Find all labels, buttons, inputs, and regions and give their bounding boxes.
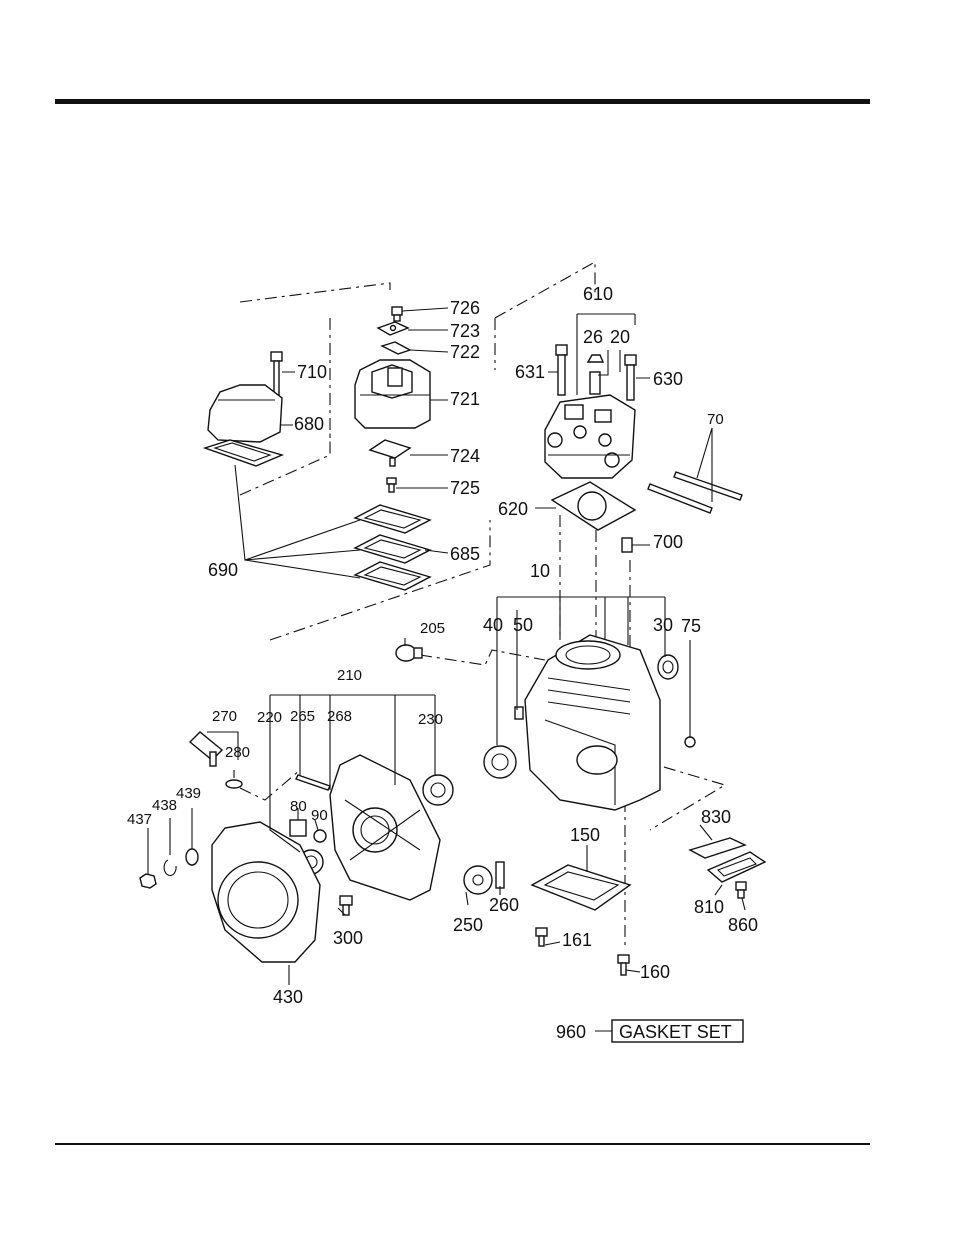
plate-722 (382, 342, 410, 354)
label-631: 631 (515, 362, 545, 382)
label-630: 630 (653, 369, 683, 389)
label-860: 860 (728, 915, 758, 935)
gasket-690-top (205, 440, 282, 466)
label-75: 75 (681, 616, 701, 636)
label-438: 438 (152, 797, 177, 814)
governor-gear-250 (464, 866, 492, 894)
label-437: 437 (127, 811, 152, 828)
stud-265 (296, 775, 330, 790)
oil-filler-270 (190, 732, 222, 766)
label-300: 300 (333, 928, 363, 948)
label-270: 270 (212, 708, 237, 725)
label-810: 810 (694, 897, 724, 917)
label-250: 250 (453, 915, 483, 935)
head-gasket-620 (552, 482, 635, 530)
label-960: 960 (556, 1022, 586, 1042)
gasket-830 (690, 838, 745, 858)
bolt-160 (618, 955, 629, 975)
cap-26 (588, 355, 603, 362)
plug-205 (396, 645, 422, 661)
label-40: 40 (483, 615, 503, 635)
label-721: 721 (450, 389, 480, 409)
label-722: 722 (450, 342, 480, 362)
breather-bolt-726 (392, 307, 402, 321)
leaders-rocker (235, 308, 448, 578)
label-700: 700 (653, 532, 683, 552)
label-160: 160 (640, 962, 670, 982)
label-430: 430 (273, 987, 303, 1007)
label-724: 724 (450, 446, 480, 466)
plate-723 (378, 322, 408, 335)
label-90: 90 (311, 807, 328, 824)
label-265: 265 (290, 708, 315, 725)
label-620: 620 (498, 499, 528, 519)
label-830: 830 (701, 807, 731, 827)
bearing-230 (423, 775, 453, 805)
shaft-260 (496, 862, 504, 888)
bolt-860 (736, 882, 746, 898)
stud-630 (625, 355, 636, 400)
label-610: 610 (583, 284, 613, 304)
plate-810 (708, 852, 765, 882)
label-725: 725 (450, 478, 480, 498)
o-ring-280 (226, 780, 242, 788)
label-280: 280 (225, 744, 250, 761)
label-70: 70 (707, 411, 724, 428)
rocker-cover-721 (355, 360, 430, 428)
label-20: 20 (610, 327, 630, 347)
dowel-700 (622, 538, 632, 552)
washer-439 (186, 849, 198, 865)
label-220: 220 (257, 709, 282, 726)
label-161: 161 (562, 930, 592, 950)
label-685: 685 (450, 544, 480, 564)
plug-80 (290, 820, 306, 836)
ring-75 (685, 737, 695, 747)
label-230: 230 (418, 711, 443, 728)
label-210: 210 (337, 667, 362, 684)
dash-205-line (420, 650, 545, 665)
pin-50 (515, 707, 523, 719)
cover-210 (330, 755, 440, 900)
label-30: 30 (653, 615, 673, 635)
breather-plate-724 (370, 440, 410, 466)
bolt-161 (536, 928, 547, 946)
valve-cover-680 (208, 385, 282, 442)
gasket-150 (532, 865, 630, 910)
label-10: 10 (530, 561, 550, 581)
stud-631 (556, 345, 567, 395)
cylinder-block-10 (525, 635, 660, 810)
bearing-40 (484, 746, 516, 778)
push-rods-70 (648, 472, 742, 513)
label-439: 439 (176, 785, 201, 802)
label-50: 50 (513, 615, 533, 635)
label-723: 723 (450, 321, 480, 341)
label-80: 80 (290, 798, 307, 815)
cylinder-head-610 (545, 395, 635, 478)
nut-437 (140, 874, 156, 888)
dash-head-group (495, 262, 595, 370)
blower-housing-430 (212, 822, 320, 962)
label-205: 205 (420, 620, 445, 637)
gasket-set-label: GASKET SET (619, 1022, 732, 1042)
label-268: 268 (327, 708, 352, 725)
label-710: 710 (297, 362, 327, 382)
seal-30 (658, 655, 678, 679)
label-726: 726 (450, 298, 480, 318)
clip-438 (164, 860, 176, 875)
label-26: 26 (583, 327, 603, 347)
label-690: 690 (208, 560, 238, 580)
gaskets-685 (355, 505, 430, 590)
o-ring-90 (314, 830, 326, 842)
label-680: 680 (294, 414, 324, 434)
label-260: 260 (489, 895, 519, 915)
label-150: 150 (570, 825, 600, 845)
valve-725 (387, 478, 396, 492)
